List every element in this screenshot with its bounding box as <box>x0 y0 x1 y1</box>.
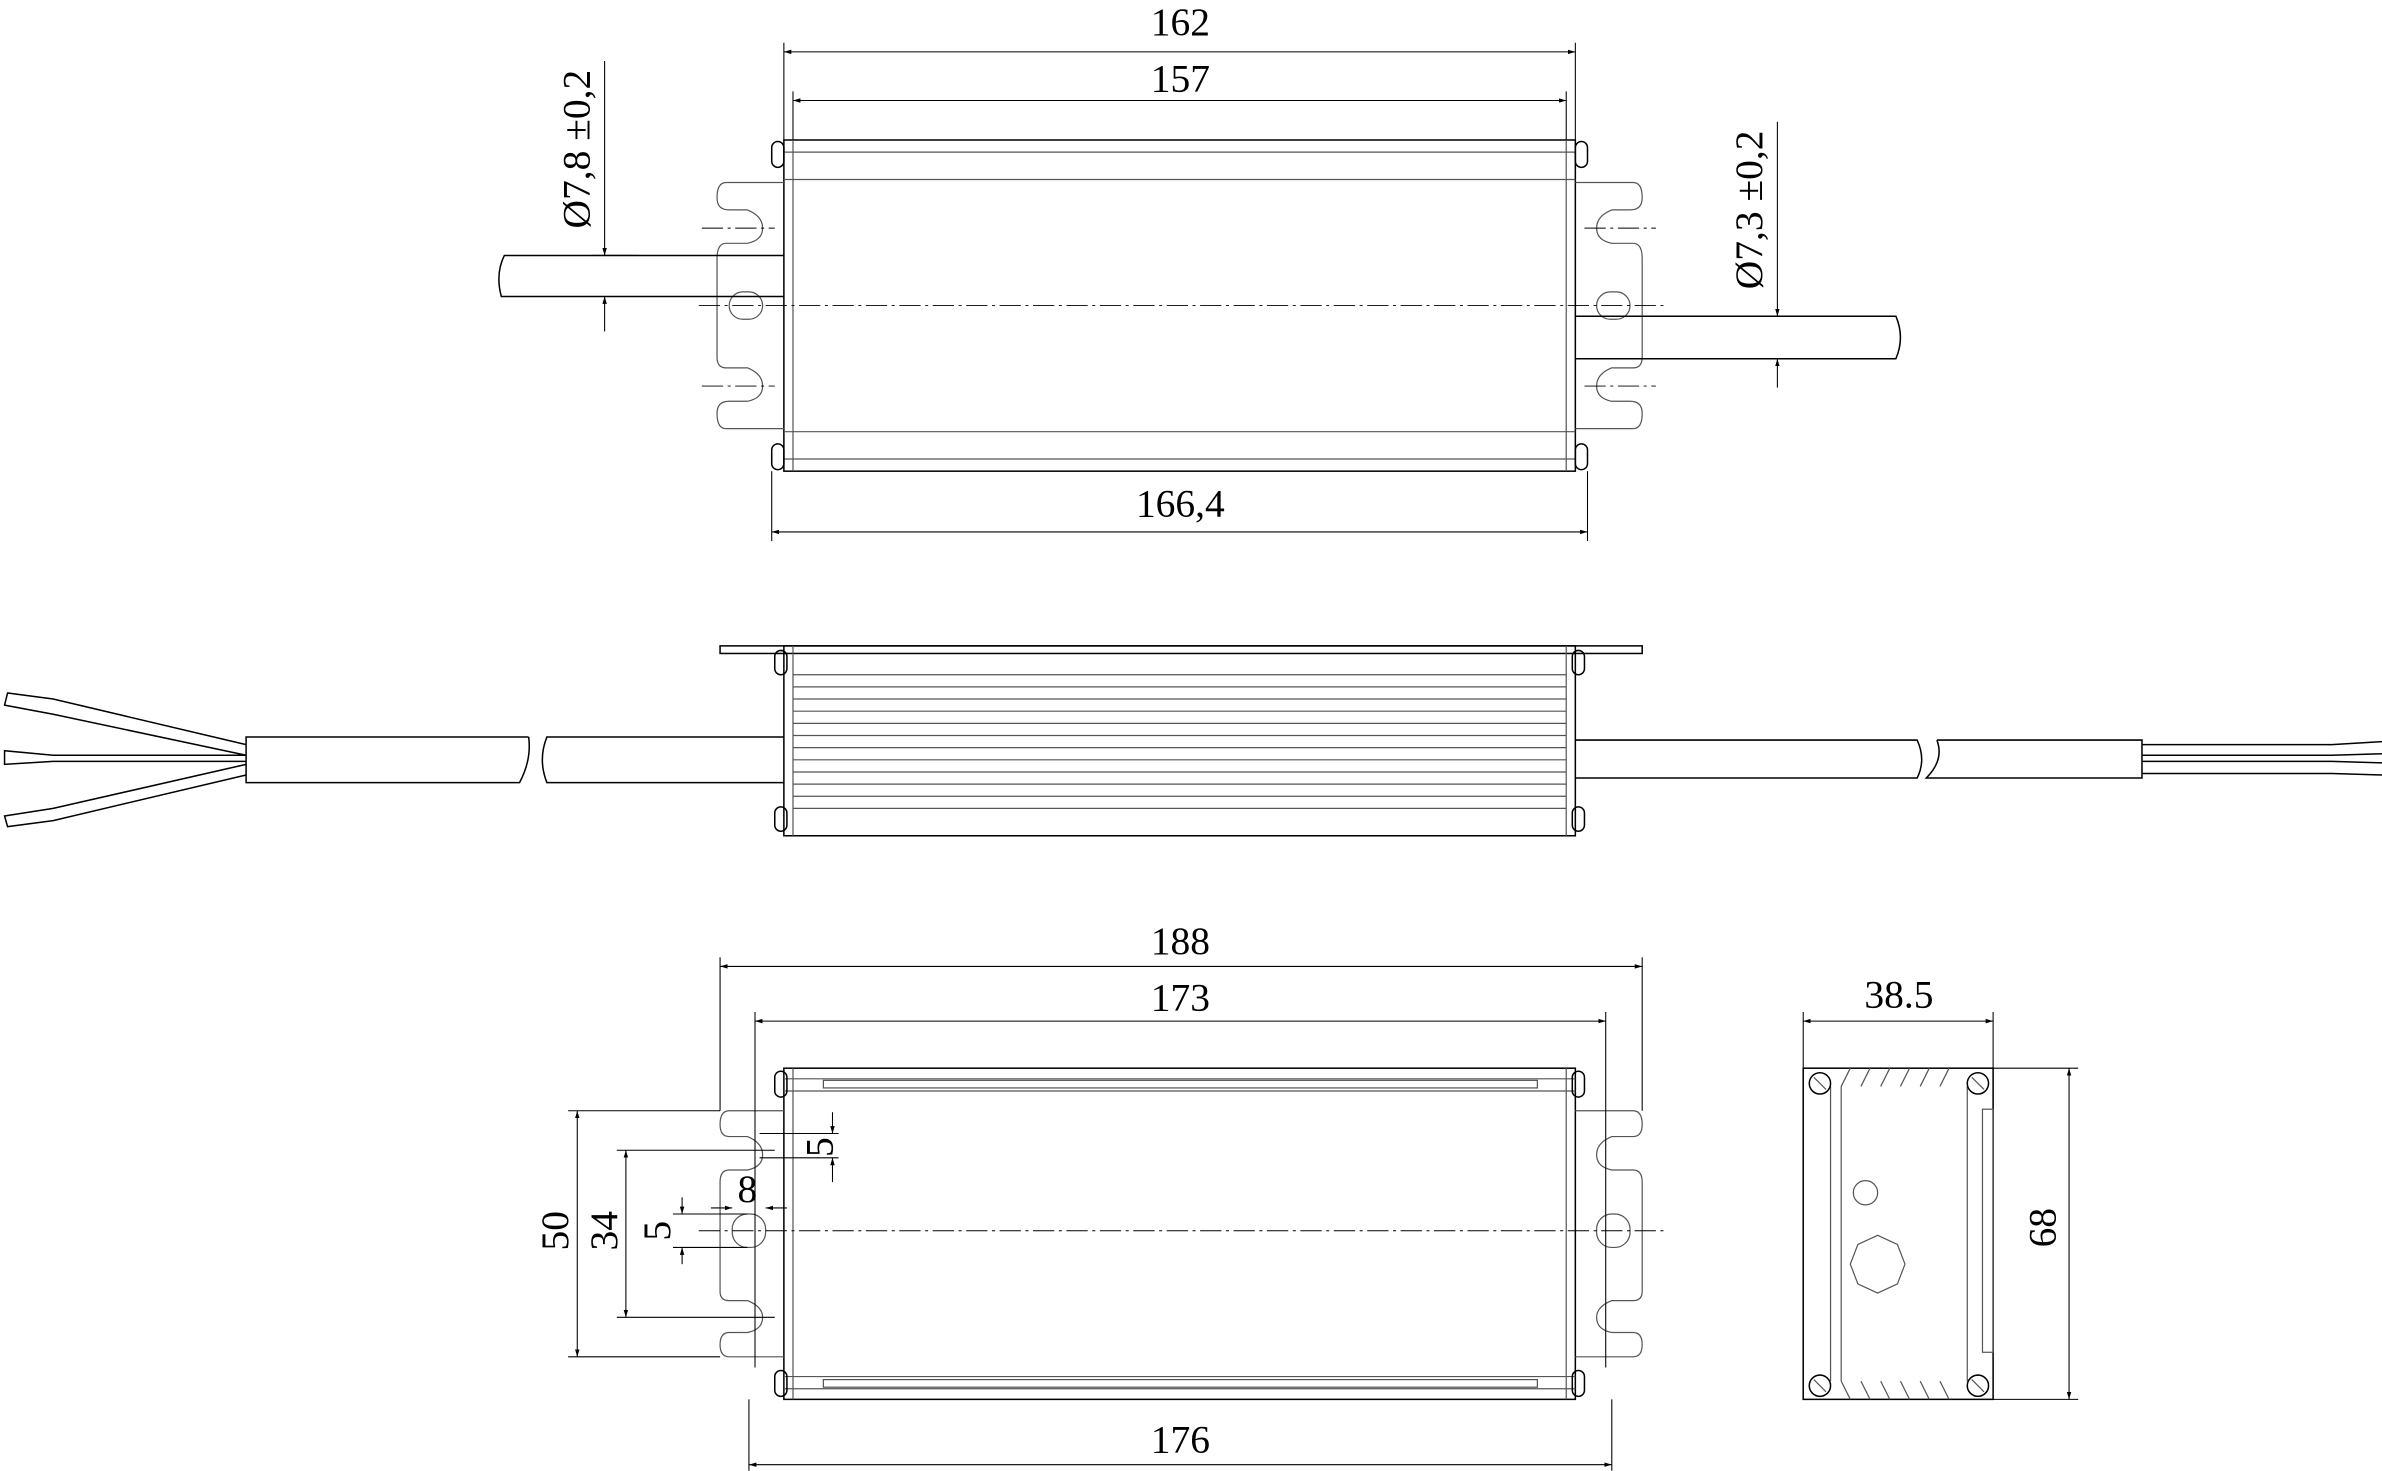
screw-icon <box>1808 1071 1990 1398</box>
dim-slot-length-8: 8 <box>738 1167 758 1211</box>
dim-188: 188 <box>1151 919 1210 963</box>
dim-176: 176 <box>1151 1418 1210 1462</box>
dim-166-4: 166,4 <box>1136 482 1225 526</box>
dim-input-cable-diameter: Ø7,8 ±0,2 <box>554 70 598 229</box>
dim-output-cable-diameter: Ø7,3 ±0,2 <box>1727 130 1771 289</box>
top-view: 162 157 166,4 Ø7,8 ±0,2 Ø7,3 ±0,2 <box>498 0 1902 542</box>
end-view: 38.5 68 <box>1802 972 2079 1401</box>
dim-50: 50 <box>533 1211 577 1250</box>
dim-slot-top-5: 5 <box>797 1137 841 1157</box>
dim-34: 34 <box>582 1211 626 1251</box>
dim-slot-width-5: 5 <box>635 1221 679 1241</box>
dim-68: 68 <box>2020 1208 2064 1247</box>
bottom-view: 188 173 176 50 34 5 8 5 <box>533 919 1664 1471</box>
dim-157: 157 <box>1151 56 1210 100</box>
side-view <box>3 645 2382 837</box>
dim-173: 173 <box>1151 975 1210 1019</box>
dim-162: 162 <box>1151 0 1210 44</box>
dim-38-5: 38.5 <box>1864 972 1933 1016</box>
